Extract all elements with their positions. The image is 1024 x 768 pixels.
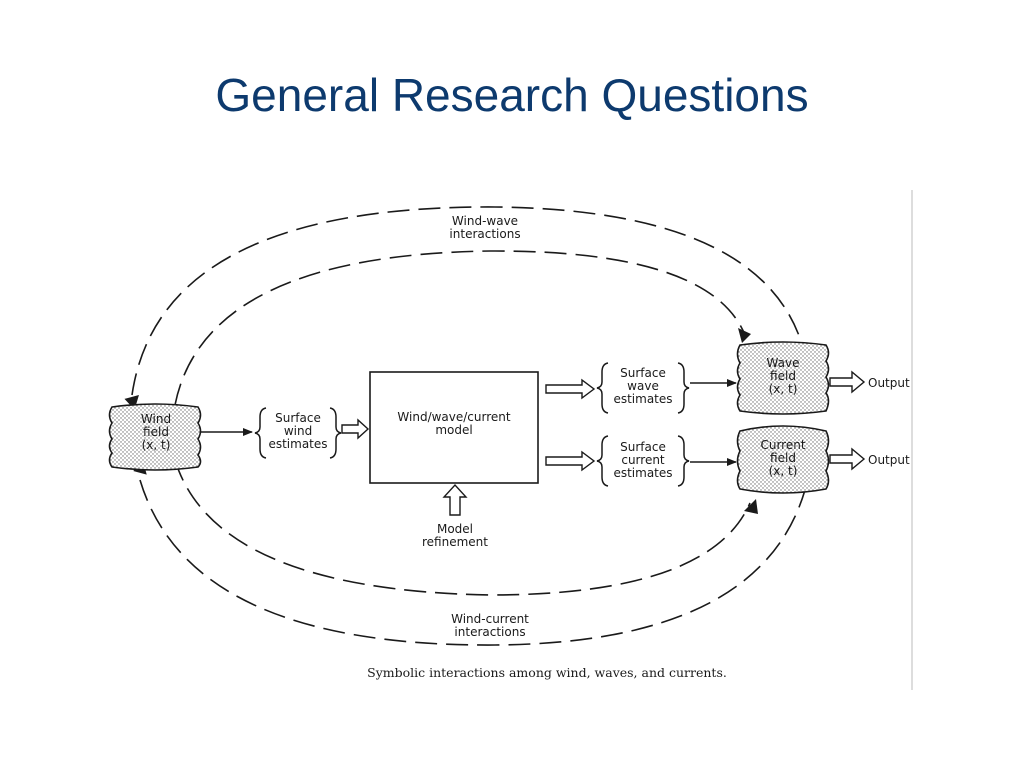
model-line1: Wind/wave/current: [397, 410, 511, 424]
surface-wave-line1: Surface: [620, 366, 666, 380]
brace-current-left: [596, 435, 609, 487]
current-output-label: Output: [868, 453, 910, 467]
figure-caption: Symbolic interactions among wind, waves,…: [367, 665, 727, 680]
model-label: Wind/wave/current model: [372, 411, 536, 437]
model-refinement-line2: refinement: [422, 535, 488, 549]
surface-wave-line2: wave: [627, 379, 659, 393]
wave-field-box: [736, 341, 830, 415]
model-box: [369, 371, 539, 484]
surface-current-line3: estimates: [613, 466, 673, 480]
hollow-arrow-to-current-estimates: [545, 450, 596, 472]
hollow-arrow-wave-output: [829, 370, 866, 394]
model-refinement-label: Model refinement: [410, 523, 500, 549]
surface-wave-line3: estimates: [613, 392, 673, 406]
arrowhead-wave-field: [738, 328, 751, 343]
wave-field-line1: Wave: [766, 356, 800, 370]
wind-field-label: Wind field (x, t): [120, 413, 192, 452]
surface-current-line2: current: [621, 453, 665, 467]
hollow-arrow-to-model: [341, 418, 370, 440]
arrowhead-current-field: [744, 499, 758, 514]
wind-field-line1: Wind: [140, 412, 172, 426]
wind-current-label: Wind-current interactions: [451, 612, 529, 639]
surface-wind-line1: Surface: [275, 411, 321, 425]
model-refinement-line1: Model: [436, 522, 474, 536]
brace-wave-left: [596, 362, 609, 414]
surface-current-label: Surface current estimates: [608, 441, 678, 480]
brace-current-right: [677, 435, 690, 487]
brace-wind-left: [254, 407, 267, 459]
wave-field-label: Wave field (x, t): [747, 357, 819, 396]
current-field-line2: field: [770, 451, 796, 465]
brace-wave-right: [677, 362, 690, 414]
current-field-box: [736, 425, 830, 494]
wind-field-line2: field: [143, 425, 169, 439]
wind-wave-label: Wind-wave interactions: [449, 214, 521, 241]
inner-top-arc: [174, 250, 746, 406]
outer-top-arc: [131, 206, 806, 396]
surface-wind-line3: estimates: [268, 437, 328, 451]
model-line2: model: [435, 423, 473, 437]
surface-wind-line2: wind: [283, 424, 313, 438]
current-field-label: Current field (x, t): [747, 439, 819, 478]
outer-bottom-arc: [139, 479, 806, 646]
wave-field-line2: field: [770, 369, 796, 383]
diagram-graphics: [108, 190, 913, 690]
brace-wind-right: [329, 407, 342, 459]
surface-current-line1: Surface: [620, 440, 666, 454]
surface-wave-label: Surface wave estimates: [608, 367, 678, 406]
hollow-arrow-current-output: [829, 447, 866, 471]
current-field-line3: (x, t): [768, 464, 798, 478]
hollow-arrow-to-wave-estimates: [545, 378, 596, 400]
wave-output-label: Output: [868, 376, 910, 390]
wind-field-line3: (x, t): [141, 438, 171, 452]
interaction-diagram: Wind-wave interactions Wind-current inte…: [100, 185, 920, 695]
wave-field-line3: (x, t): [768, 382, 798, 396]
wind-field-box: [108, 403, 202, 471]
inner-bottom-arc: [174, 459, 751, 596]
slide-title: General Research Questions: [215, 69, 809, 121]
current-field-line1: Current: [760, 438, 806, 452]
surface-wind-label: Surface wind estimates: [264, 412, 332, 451]
hollow-arrow-refinement: [442, 483, 468, 516]
